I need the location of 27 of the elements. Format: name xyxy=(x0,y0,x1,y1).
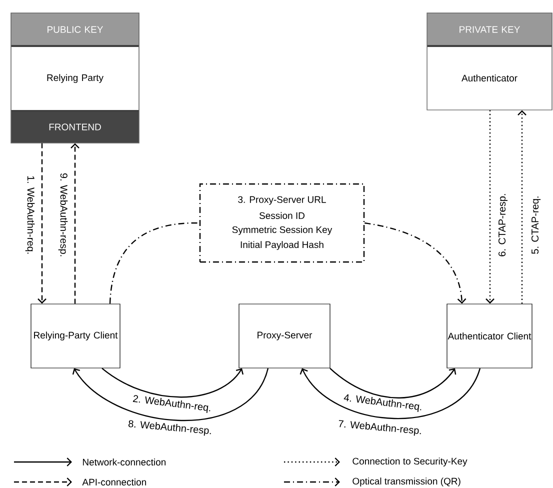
legend-text: Network-connection xyxy=(83,458,166,466)
legend-text: Connection to Security-Key xyxy=(352,458,468,466)
edge-label: 7. WebAuthn-resp. xyxy=(336,418,424,438)
arrow xyxy=(518,110,526,304)
legend-text: Optical transmission (QR) xyxy=(352,478,460,486)
edge-label: 5. CTAP-req. xyxy=(530,194,542,256)
edge-label: 1. WebAuthn-req. xyxy=(24,174,36,256)
arrow xyxy=(300,368,481,420)
qr-data-box: 3. Proxy-Server URL Session ID Symmetric Session Key Initial Payload Hash xyxy=(199,183,365,263)
client-box: Authenticator Client xyxy=(446,304,532,368)
client-box: Relying-Party Client xyxy=(30,304,120,368)
edge-label: 2. WebAuthn-req. xyxy=(131,393,213,415)
arrow xyxy=(330,368,456,398)
relying-party-box: PUBLIC KEY Relying Party FRONTEND xyxy=(10,12,140,144)
authenticator-box: PRIVATE KEY Authenticator xyxy=(426,12,552,110)
arrow xyxy=(72,368,269,421)
edge-label: 4. WebAuthn-req. xyxy=(342,392,424,414)
legend-text: API-connection xyxy=(82,478,146,486)
arrow xyxy=(364,222,466,304)
arrow xyxy=(102,368,244,398)
server-box: Proxy-Server xyxy=(238,304,330,368)
arrow xyxy=(38,143,46,304)
edge-label: 6. CTAP-resp. xyxy=(497,192,509,258)
edge-label: 8. WebAuthn-resp. xyxy=(126,418,214,438)
arrow xyxy=(70,143,80,304)
edge-label: 9. WebAuthn-resp. xyxy=(57,172,69,258)
arrow xyxy=(486,110,494,304)
